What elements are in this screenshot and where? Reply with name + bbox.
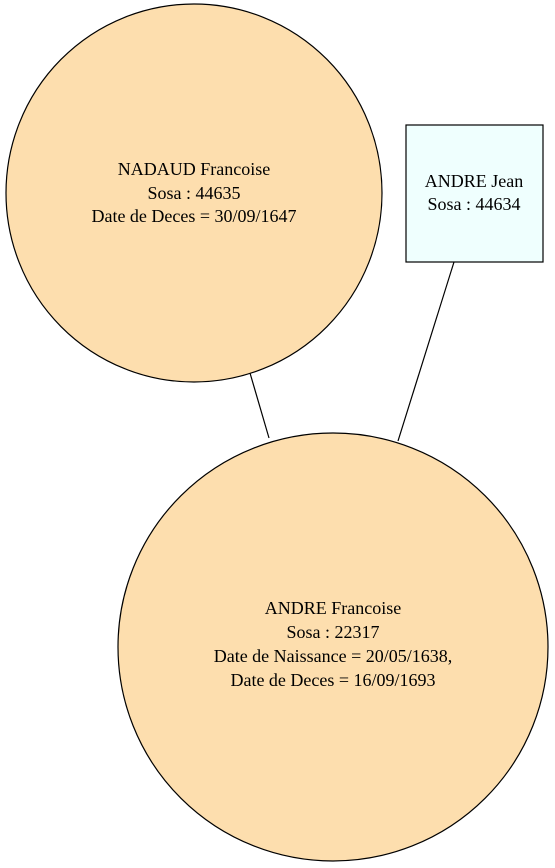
node-andre-francoise-death: Date de Deces = 16/09/1693 — [230, 670, 435, 690]
node-nadaud-francoise[interactable]: NADAUD Francoise Sosa : 44635 Date de De… — [5, 3, 383, 383]
node-nadaud-francoise-name: NADAUD Francoise — [118, 159, 270, 179]
node-nadaud-francoise-death: Date de Deces = 30/09/1647 — [91, 206, 296, 226]
node-andre-jean[interactable]: ANDRE Jean Sosa : 44634 — [405, 124, 544, 263]
node-nadaud-francoise-sosa: Sosa : 44635 — [147, 183, 240, 203]
edge-andre-jean-to-andre-francoise — [397, 261, 455, 442]
node-andre-jean-name: ANDRE Jean — [425, 171, 523, 191]
node-andre-francoise-shape — [117, 432, 549, 862]
edge-nadaud-to-andre-francoise — [249, 372, 270, 439]
node-andre-francoise-birth: Date de Naissance = 20/05/1638, — [214, 646, 453, 666]
node-andre-jean-sosa: Sosa : 44634 — [427, 194, 520, 214]
node-andre-francoise[interactable]: ANDRE Francoise Sosa : 22317 Date de Nai… — [117, 432, 549, 862]
node-andre-francoise-name: ANDRE Francoise — [265, 598, 401, 618]
node-andre-jean-shape — [405, 124, 544, 263]
node-andre-francoise-sosa: Sosa : 22317 — [286, 622, 379, 642]
node-nadaud-francoise-shape — [5, 3, 383, 383]
